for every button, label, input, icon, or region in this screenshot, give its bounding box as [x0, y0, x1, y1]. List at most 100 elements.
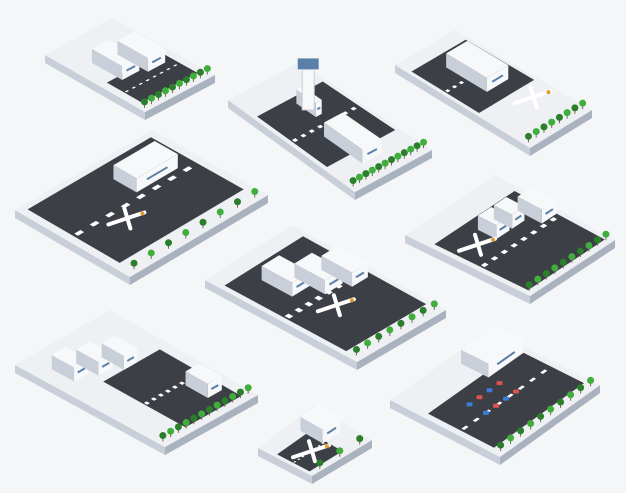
building-side	[517, 196, 542, 224]
tree	[182, 228, 190, 236]
runway-marking	[182, 166, 193, 172]
tree	[182, 419, 190, 427]
tree	[233, 198, 241, 206]
runway-marking	[480, 262, 489, 268]
platform-control-tower	[228, 57, 432, 200]
building-roof	[113, 141, 178, 179]
car	[476, 395, 483, 400]
tree	[130, 259, 138, 267]
tree	[563, 109, 571, 117]
runway-marking	[143, 401, 150, 405]
runway-marking	[350, 106, 357, 111]
tree	[213, 401, 221, 409]
tree	[154, 90, 162, 98]
runway-marking	[314, 295, 324, 301]
runway-marking	[145, 79, 150, 82]
tree	[229, 392, 237, 400]
platform-side	[390, 400, 500, 465]
building-side	[113, 165, 137, 193]
tree	[175, 79, 183, 87]
tree	[585, 241, 593, 249]
building-roof	[101, 335, 138, 356]
building-windows	[146, 166, 168, 181]
building-side	[461, 349, 489, 378]
building-side	[321, 255, 353, 287]
tree	[542, 270, 550, 278]
tree	[182, 76, 190, 84]
building-windows	[355, 271, 365, 279]
car	[486, 388, 493, 393]
tree	[356, 435, 364, 443]
runway-marking	[150, 397, 157, 401]
platform-side	[45, 55, 145, 120]
building-roof	[517, 186, 557, 210]
platform-side	[530, 240, 615, 304]
airplane	[290, 439, 331, 464]
runway-marking	[297, 458, 301, 461]
tree	[199, 218, 207, 226]
tree	[196, 68, 204, 76]
tree	[244, 384, 252, 392]
tree	[407, 145, 415, 153]
runway-marking	[458, 81, 465, 85]
building-roof	[493, 196, 525, 215]
building-side	[101, 343, 124, 370]
runway-marking	[173, 64, 178, 67]
tree	[167, 427, 175, 435]
platform-hangars-right	[405, 175, 615, 304]
building-windows	[366, 148, 378, 156]
platform-terminal-hangars-top-left	[45, 18, 215, 120]
tree	[174, 423, 182, 431]
runway-marking	[89, 220, 100, 227]
runway-marking	[308, 129, 315, 134]
runway-marking	[539, 223, 548, 229]
tree	[568, 253, 576, 261]
building-side	[477, 215, 497, 240]
control-tower-cab	[296, 57, 320, 71]
tree	[147, 249, 155, 257]
tree	[140, 98, 148, 106]
tree	[413, 142, 421, 150]
car	[493, 403, 499, 408]
tree	[386, 326, 394, 334]
tree	[364, 339, 372, 347]
airplane-tail	[491, 237, 495, 242]
tree	[557, 398, 565, 406]
building-side	[185, 371, 208, 398]
runway-marking	[317, 444, 321, 447]
platform-side	[500, 385, 600, 465]
tree	[316, 459, 324, 467]
tree	[221, 397, 229, 405]
runway-marking	[152, 75, 157, 78]
platform-side	[205, 280, 357, 370]
runway-marking	[294, 307, 304, 313]
runway-marking	[291, 138, 299, 142]
tree	[203, 65, 211, 73]
tree	[420, 138, 428, 146]
runway-marking	[300, 133, 307, 138]
car	[503, 396, 509, 401]
building-windows	[514, 214, 522, 221]
platform-small-terminal-bottom	[258, 404, 372, 484]
platform-side	[355, 150, 432, 200]
tree	[216, 208, 224, 216]
tree	[576, 247, 584, 255]
building-windows	[491, 74, 504, 83]
runway-marking	[284, 313, 294, 319]
tree	[161, 87, 169, 95]
runway-marking	[510, 243, 518, 248]
building-windows	[210, 384, 219, 390]
tree	[368, 166, 376, 174]
airplane-tail	[140, 211, 145, 216]
tree	[165, 239, 173, 247]
building-side	[261, 266, 293, 297]
tree	[408, 313, 416, 321]
platform-side	[165, 395, 258, 455]
airplane	[106, 206, 147, 231]
runway-marking	[131, 86, 136, 89]
runway-marking	[157, 393, 164, 397]
tree	[551, 264, 559, 272]
building-windows	[328, 278, 339, 286]
runway-marking	[74, 229, 85, 236]
